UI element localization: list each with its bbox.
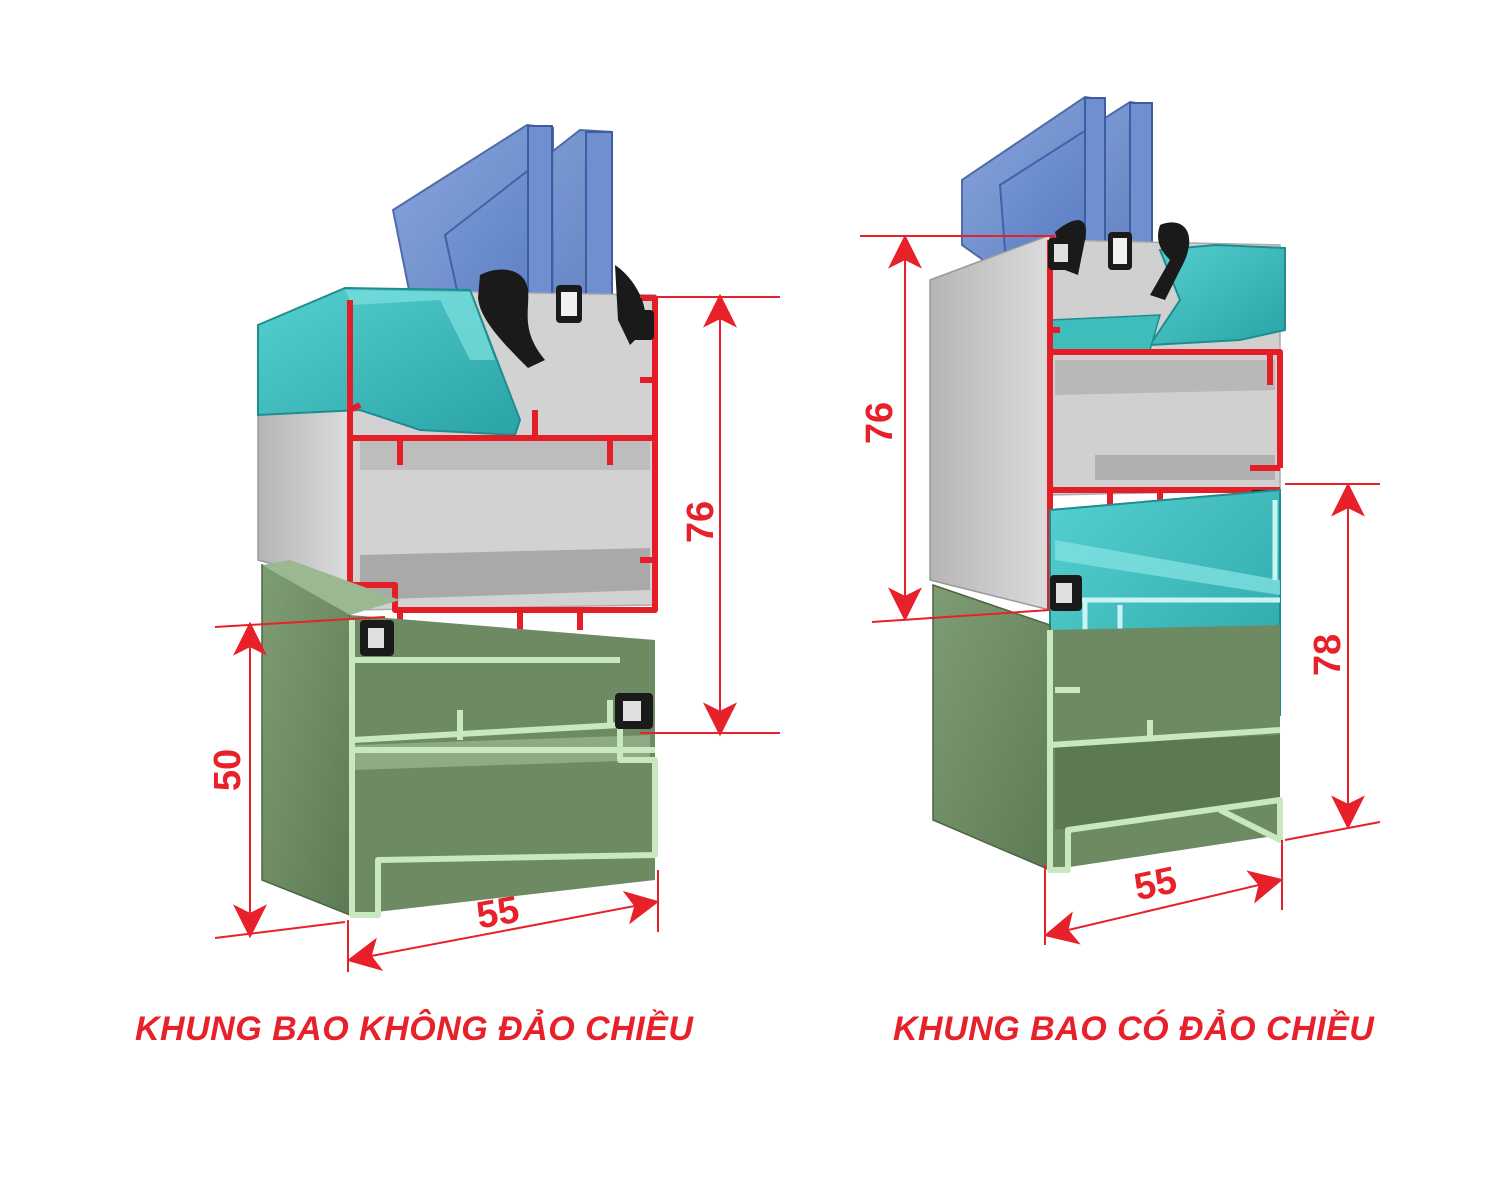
left-dim-sash-height: 76 xyxy=(640,293,780,737)
right-dim-frame-width: 55 xyxy=(1043,840,1284,945)
left-outer-frame xyxy=(261,560,658,918)
right-profile-diagram: 76 78 55 xyxy=(859,95,1381,945)
left-profile-diagram: 76 50 55 xyxy=(207,123,780,972)
left-dim-frame-width: 55 xyxy=(346,870,660,972)
right-dim-76-label: 76 xyxy=(859,402,901,444)
right-dim-sash-height: 76 xyxy=(859,234,1055,623)
left-diagram-caption: KHUNG BAO KHÔNG ĐẢO CHIỀU xyxy=(135,1010,694,1048)
right-dim-frame-height: 78 xyxy=(1284,482,1381,841)
left-sash-profile xyxy=(257,265,658,630)
left-dim-76-label: 76 xyxy=(680,501,722,543)
right-outer-frame xyxy=(932,583,1283,873)
left-dim-frame-height: 50 xyxy=(207,616,386,939)
right-sash-profile xyxy=(929,220,1286,611)
left-dim-50-label: 50 xyxy=(207,749,249,791)
right-dim-78-label: 78 xyxy=(1307,634,1349,676)
right-diagram-caption: KHUNG BAO CÓ ĐẢO CHIỀU xyxy=(893,1010,1375,1048)
right-dim-55-label: 55 xyxy=(1130,859,1180,909)
left-dim-55-label: 55 xyxy=(473,889,522,938)
